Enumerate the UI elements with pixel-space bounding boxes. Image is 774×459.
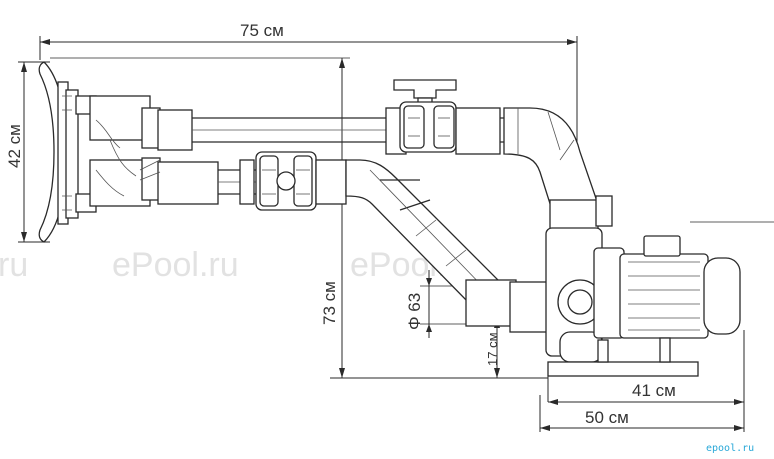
dimension-41-group: 41 см <box>547 330 745 432</box>
dimension-pump-length: 41 см <box>632 381 676 400</box>
dimension-width-total: 75 см <box>240 21 284 40</box>
dimension-73-group: 73 см <box>50 57 548 379</box>
upper-pipe-line <box>157 107 407 155</box>
dimension-pipe-diameter: Φ 63 <box>405 293 424 330</box>
wall-fitting <box>38 61 161 243</box>
lower-pipe-diagonal <box>315 159 517 327</box>
watermark-text: ru <box>0 246 28 284</box>
watermark-text: ePool.ru <box>112 246 239 284</box>
upper-pipe-to-elbow <box>455 107 601 235</box>
dimension-42-group: 42 см <box>5 61 50 243</box>
dimension-50-group: 50 см <box>539 395 744 432</box>
dimension-17-group: 17 см <box>485 318 500 378</box>
upper-ball-valve <box>393 79 457 153</box>
dimension-height-suction: 17 см <box>485 332 500 366</box>
lower-ball-valve <box>255 151 317 211</box>
pump-unit <box>509 195 774 377</box>
brand-logo: epool.ru <box>706 443 754 454</box>
dimension-height-total: 73 см <box>320 281 339 325</box>
dimension-height-inlet: 42 см <box>5 124 24 168</box>
dimension-base-length: 50 см <box>585 408 629 427</box>
